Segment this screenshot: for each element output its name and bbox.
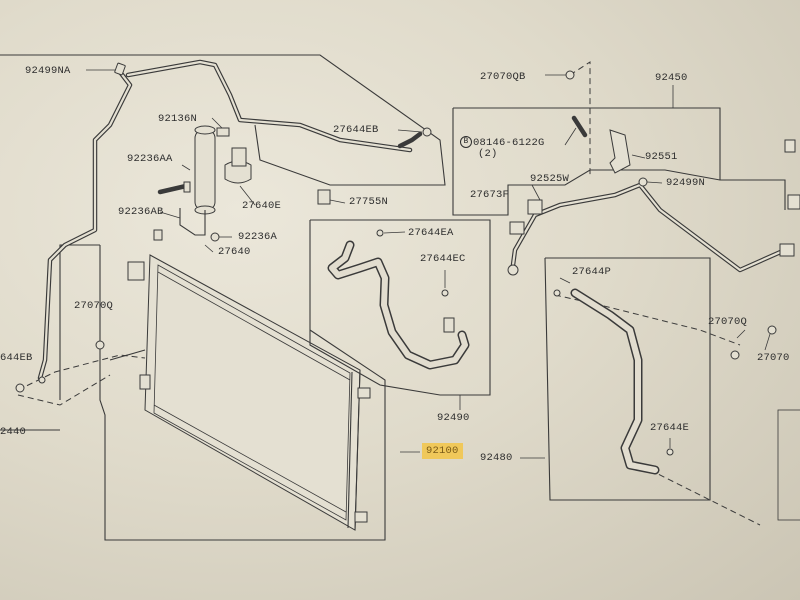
label-27644eb: 27644EB <box>333 124 379 136</box>
label-92499na: 92499NA <box>25 65 71 77</box>
label-27070qb: 27070QB <box>480 71 526 83</box>
label-92450: 92450 <box>655 72 688 84</box>
label-92480: 92480 <box>480 452 513 464</box>
label-92525w: 92525W <box>530 173 570 185</box>
label-27640e: 27640E <box>242 200 282 212</box>
label-92490: 92490 <box>437 412 470 424</box>
label-2440: 2440 <box>0 426 27 438</box>
label-27644ec: 27644EC <box>420 253 466 265</box>
label-27644ea: 27644EA <box>408 227 454 239</box>
label-27673f: 27673F <box>470 189 510 201</box>
label-08146-qty: (2) <box>478 148 498 160</box>
label-92236aa: 92236AA <box>127 153 173 165</box>
label-92236a: 92236A <box>238 231 278 243</box>
label-644eb: 644EB <box>0 352 33 364</box>
label-92499n: 92499N <box>666 177 706 189</box>
label-27640: 27640 <box>218 246 251 258</box>
label-92236ab: 92236AB <box>118 206 164 218</box>
label-27644e: 27644E <box>650 422 690 434</box>
label-27755n: 27755N <box>349 196 389 208</box>
label-08146-part: 08146-6122G <box>473 136 545 149</box>
label-27644p: 27644P <box>572 266 612 278</box>
label-92100-highlighted: 92100 <box>422 443 463 459</box>
label-27070q-right: 27070Q <box>708 316 748 328</box>
label-27070-edge: 27070 <box>757 352 790 364</box>
circle-b-symbol: B <box>460 136 472 148</box>
label-92551: 92551 <box>645 151 678 163</box>
label-27070q-left: 27070Q <box>74 300 114 312</box>
label-92136n: 92136N <box>158 113 198 125</box>
